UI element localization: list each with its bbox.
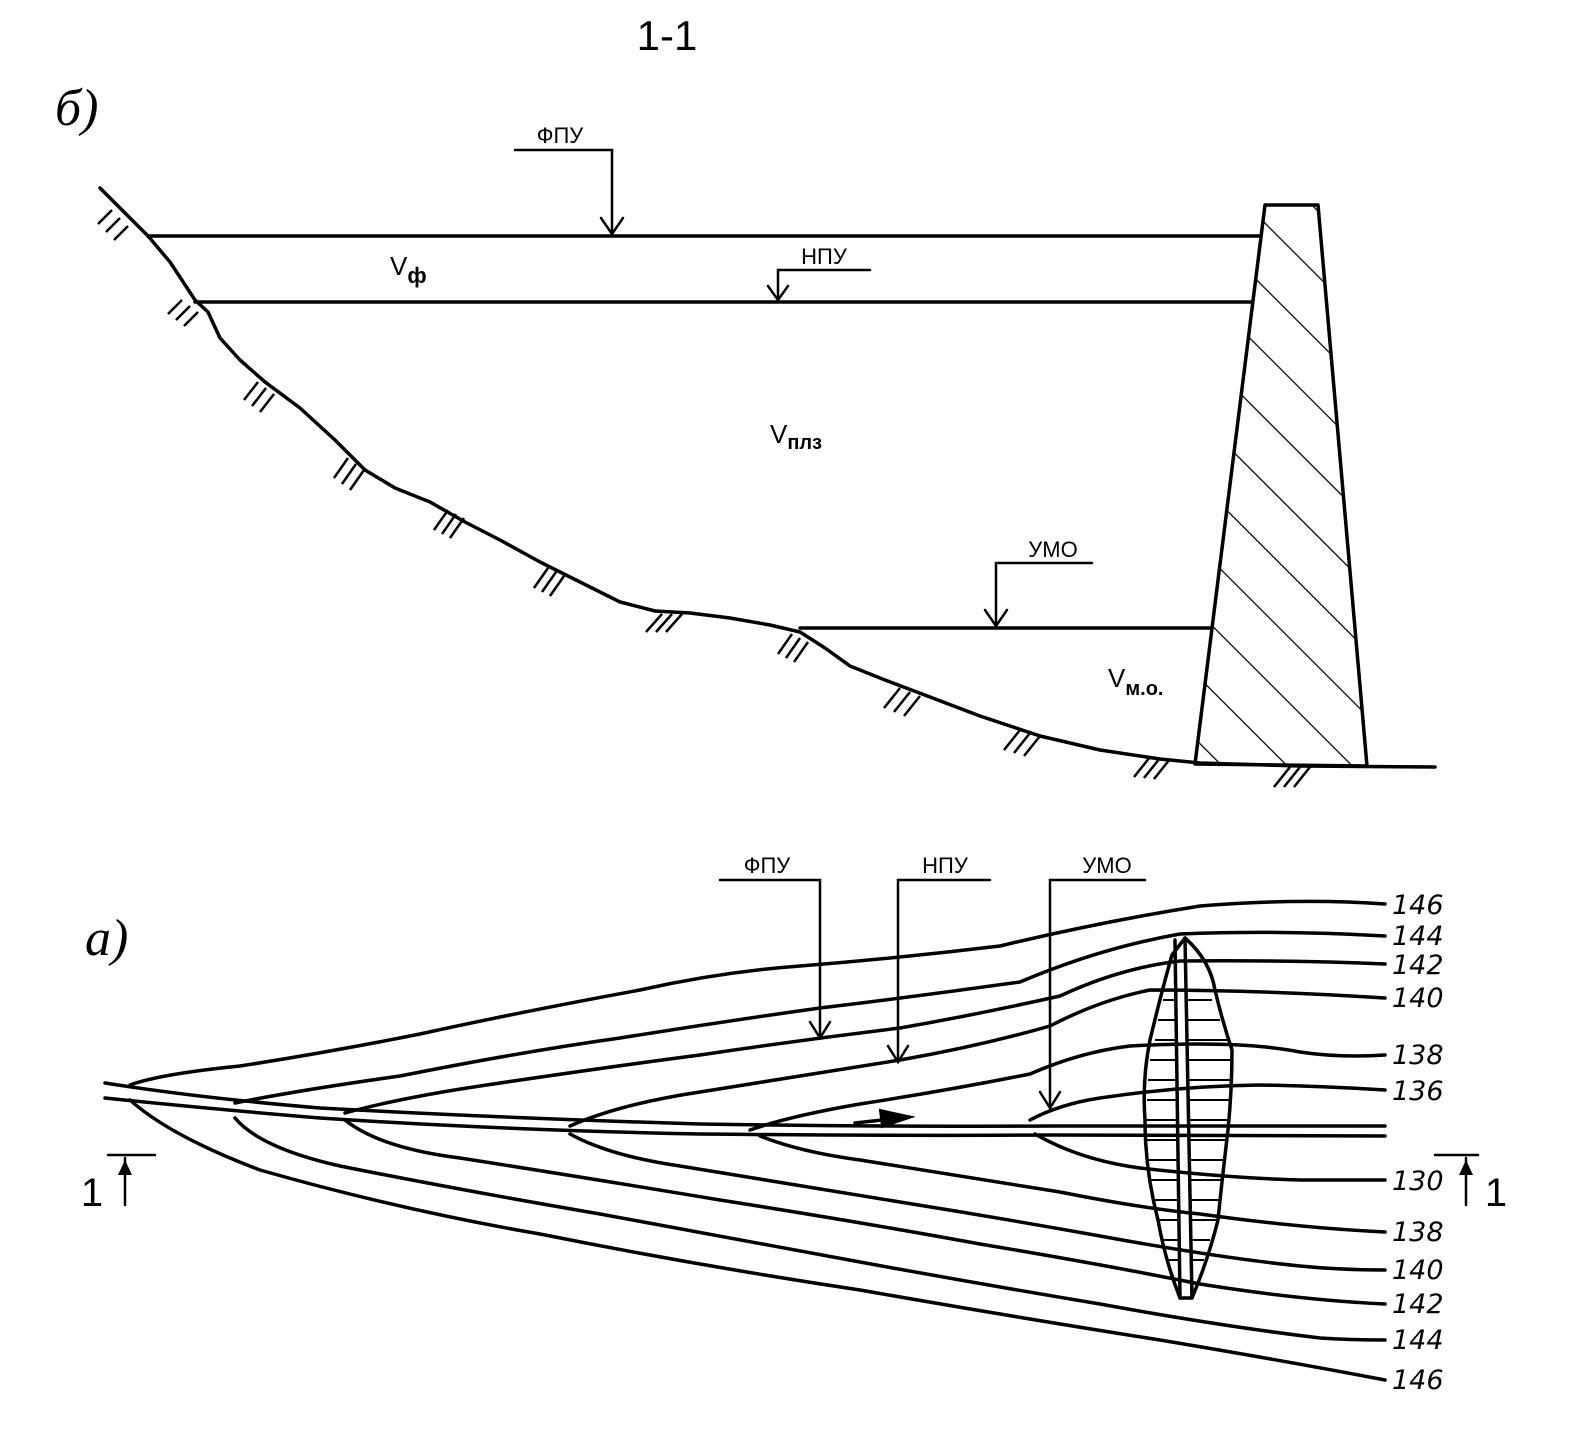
npu-marker-label: НПУ [801,244,848,269]
contour-label: 144 [1392,1325,1444,1356]
contour-140-lower [568,1132,1387,1272]
contour-label: 140 [1392,983,1444,1014]
contour-label: 138 [1392,1217,1444,1248]
river-channel-lower [103,1096,1387,1138]
contour-label: 142 [1392,1289,1444,1320]
contour-label: 130 [1392,1166,1444,1197]
ground-hatching [97,209,1311,788]
plan-umo-marker: УМО [1038,853,1147,1111]
section-mark-left-label: 1 [81,1171,103,1215]
dam-body [1193,203,1369,768]
useful-volume-label: Vплз [770,419,822,454]
contour-142-lower [343,1118,1387,1306]
section-mark-right: 1 [1433,1153,1507,1215]
contour-labels: 146 144 142 140 138 136 130 138 140 142 … [1392,890,1444,1396]
flow-direction-arrow [853,1108,916,1129]
contours-right-bank [128,1098,1387,1382]
plan-fpu-marker: ФПУ [718,853,832,1041]
contour-label: 140 [1392,1255,1444,1286]
contour-138-upper [748,1042,1387,1132]
contour-144-upper [233,930,1387,1105]
contour-138-lower [758,1134,1387,1234]
contour-label: 144 [1392,921,1444,952]
dam-plan-ticks [1146,999,1230,1261]
contour-146-lower [128,1098,1387,1382]
forced-volume-label: Vф [390,251,427,288]
dam-plan [1142,936,1234,1300]
section-title: 1-1 [637,12,698,59]
umo-marker: УМО [983,537,1094,629]
profile-label: б) [55,80,98,137]
plan-npu-marker: НПУ [886,853,992,1065]
fpu-marker-label: ФПУ [537,123,585,148]
fpu-marker: ФПУ [513,123,625,237]
section-mark-right-label: 1 [1485,1171,1507,1215]
plan-view: а) [81,853,1507,1396]
section-mark-left: 1 [81,1153,157,1215]
contour-label: 136 [1392,1076,1444,1107]
plan-npu-marker-label: НПУ [922,853,969,878]
contour-130 [1033,1132,1387,1182]
umo-marker-label: УМО [1028,537,1077,562]
terrain-profile [98,186,1437,769]
plan-label: а) [85,910,128,967]
plan-fpu-marker-label: ФПУ [744,853,792,878]
contour-136-upper [1028,1083,1387,1122]
contours-left-bank [128,899,1387,1132]
contour-label: 146 [1392,890,1444,921]
npu-marker: НПУ [766,244,872,303]
profile-section: б) [55,80,1437,788]
contour-label: 138 [1392,1040,1444,1071]
contour-140-upper [568,988,1387,1128]
dead-volume-label: Vм.о. [1108,663,1163,700]
contour-144-lower [233,1116,1387,1342]
plan-umo-marker-label: УМО [1082,853,1131,878]
contour-146-upper [128,899,1387,1087]
contour-label: 146 [1392,1365,1444,1396]
contour-label: 142 [1392,950,1444,981]
